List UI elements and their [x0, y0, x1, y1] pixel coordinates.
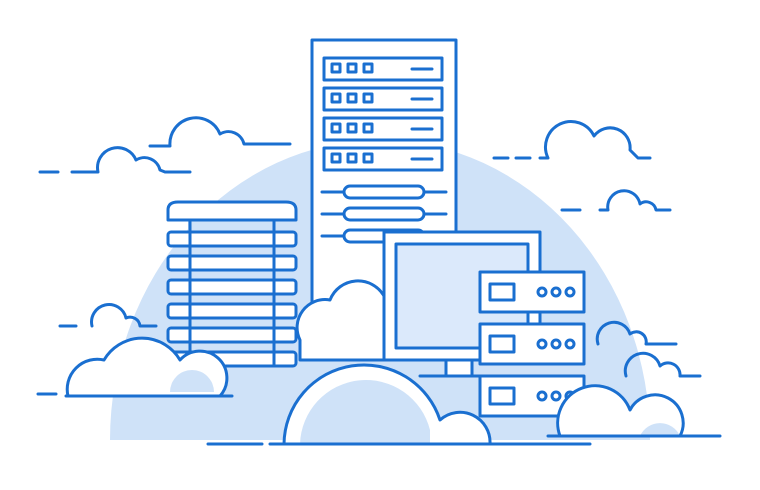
foreground-clouds	[64, 279, 722, 446]
server-unit-icon	[478, 322, 586, 366]
rack-bay	[322, 116, 444, 142]
cloud-icon	[538, 120, 652, 160]
rack-bay	[322, 56, 444, 82]
cloud-icon	[90, 303, 158, 328]
cloud-icon	[148, 116, 292, 148]
rack-slider	[320, 184, 448, 200]
cloud-icon	[598, 189, 672, 212]
cloud-icon	[595, 320, 678, 346]
cloud-icon	[623, 351, 702, 378]
rack-bay	[322, 146, 444, 172]
database-stack-icon	[166, 200, 298, 368]
cloud-icon	[295, 279, 386, 362]
server-unit-icon	[478, 270, 586, 314]
cloud-icon	[556, 384, 685, 438]
rack-bay	[322, 86, 444, 112]
rack-slider	[320, 206, 448, 222]
cloud-icon	[70, 146, 192, 174]
sky-decoration	[36, 116, 702, 396]
